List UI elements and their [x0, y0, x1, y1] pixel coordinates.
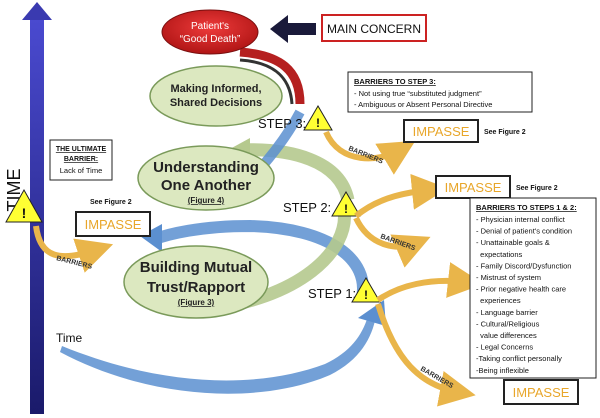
- green-arrow-step2-upper: [239, 143, 355, 202]
- ultimate-barrier-title1: THE ULTIMATE: [56, 146, 107, 153]
- step12-barriers-item: - Language barrier: [476, 308, 538, 317]
- impasse-box-ultimate: [75, 211, 151, 237]
- step2-label: STEP 2:: [283, 200, 331, 215]
- warning-icon-step3: !: [303, 105, 333, 131]
- trust-line1: Building Mutual: [140, 259, 252, 276]
- barrier-arrow-step3: [323, 130, 416, 175]
- understanding-line1: Understanding: [153, 159, 259, 176]
- warning-icon-step1-mark: !: [364, 288, 368, 302]
- warning-icon-ultimate: !: [5, 188, 43, 223]
- warning-icon-step1: !: [351, 277, 381, 303]
- barrier-arrow-step2-upper: [354, 173, 448, 219]
- barrier-arrow-ultimate: [33, 225, 114, 273]
- warning-icon-ultimate-mark: !: [22, 205, 27, 221]
- step12-barriers-item: value differences: [476, 331, 537, 340]
- step3-barriers-title: BARRIERS TO STEP 3:: [354, 77, 436, 86]
- step12-barriers-title: BARRIERS TO STEPS 1 & 2:: [476, 203, 577, 212]
- trust-ref: (Figure 3): [178, 298, 215, 307]
- ellipse-decisions: [149, 65, 283, 127]
- main-concern-arrow: [270, 15, 316, 43]
- warning-icon-step3-mark: !: [316, 116, 320, 130]
- warning-icon-step2-mark: !: [344, 202, 348, 216]
- step12-barriers-box: [469, 197, 597, 379]
- impasse-label-step1: IMPASSE: [513, 385, 570, 400]
- good-death-line2: “Good Death”: [180, 34, 241, 45]
- time-sweep-arrow: [60, 316, 376, 394]
- good-death-line1: Patient's: [191, 21, 229, 32]
- see-figure-ultimate: See Figure 2: [90, 199, 132, 206]
- see-figure-step3: See Figure 2: [484, 129, 526, 136]
- step12-barriers-item: - Denial of patient's condition: [476, 227, 572, 236]
- step12-barriers-item: - Unattainable goals &: [476, 238, 550, 247]
- time-bottom-label: Time: [56, 331, 83, 345]
- impasse-box-step1: [503, 379, 579, 405]
- trust-line2: Trust/Rapport: [147, 279, 245, 296]
- step1-label: STEP 1:: [308, 286, 356, 301]
- step12-barriers-item: experiences: [476, 296, 521, 305]
- good-death-ellipse: [161, 9, 259, 55]
- red-arrow-step3: [239, 47, 305, 105]
- ellipse-understanding: [137, 145, 275, 211]
- step12-barriers-list: - Physician internal conflict - Denial of…: [476, 215, 572, 375]
- decisions-line2: Shared Decisions: [170, 97, 262, 109]
- step12-barriers-item: -Being inflexible: [476, 366, 529, 375]
- impasse-label-step2: IMPASSE: [445, 180, 502, 195]
- see-figure-step2: See Figure 2: [516, 185, 558, 192]
- step12-barriers-item: - Physician internal conflict: [476, 215, 566, 224]
- warning-icon-step2: !: [331, 191, 361, 217]
- step12-barriers-item: -Taking conflict personally: [476, 354, 562, 363]
- dark-arrow-step3: [239, 58, 294, 105]
- step12-barriers-item: - Prior negative health care: [476, 285, 566, 294]
- understanding-line2: One Another: [161, 177, 251, 194]
- step12-barriers-item: - Legal Concerns: [476, 343, 533, 352]
- barrier-arrow-step1: [375, 303, 476, 407]
- ultimate-barrier-box: [49, 139, 113, 181]
- understanding-ref: (Figure 4): [188, 196, 225, 205]
- ultimate-barrier-title2: BARRIER:: [64, 156, 98, 163]
- step12-barriers-item: expectations: [476, 250, 523, 259]
- blue-arrow-step1-head: [140, 224, 162, 252]
- step12-barriers-item: - Mistrust of system: [476, 273, 541, 282]
- impasse-box-step3: [403, 119, 479, 143]
- step12-barriers-item: - Family Discord/Dysfunction: [476, 261, 571, 270]
- barrier-arrow-step1-right: [376, 262, 484, 303]
- ultimate-barrier-text: Lack of Time: [60, 166, 103, 175]
- impasse-label-step3: IMPASSE: [413, 124, 470, 139]
- blue-arrow-step1: [149, 219, 369, 300]
- impasse-label-ultimate: IMPASSE: [85, 217, 142, 232]
- barrier-arrow-step2: [353, 216, 431, 268]
- decisions-line1: Making Informed,: [170, 83, 261, 95]
- ellipse-trust: [123, 245, 269, 319]
- step3-barriers-item: - Ambiguous or Absent Personal Directive: [354, 100, 492, 109]
- step3-label: STEP 3:: [258, 116, 306, 131]
- step3-barriers-box: [347, 71, 533, 113]
- step12-barriers-item: - Cultural/Religious: [476, 319, 540, 328]
- step3-barriers-item: - Not using true “substituted judgment”: [354, 89, 482, 98]
- main-concern-label: MAIN CONCERN: [327, 22, 421, 36]
- main-concern-box: [321, 14, 427, 42]
